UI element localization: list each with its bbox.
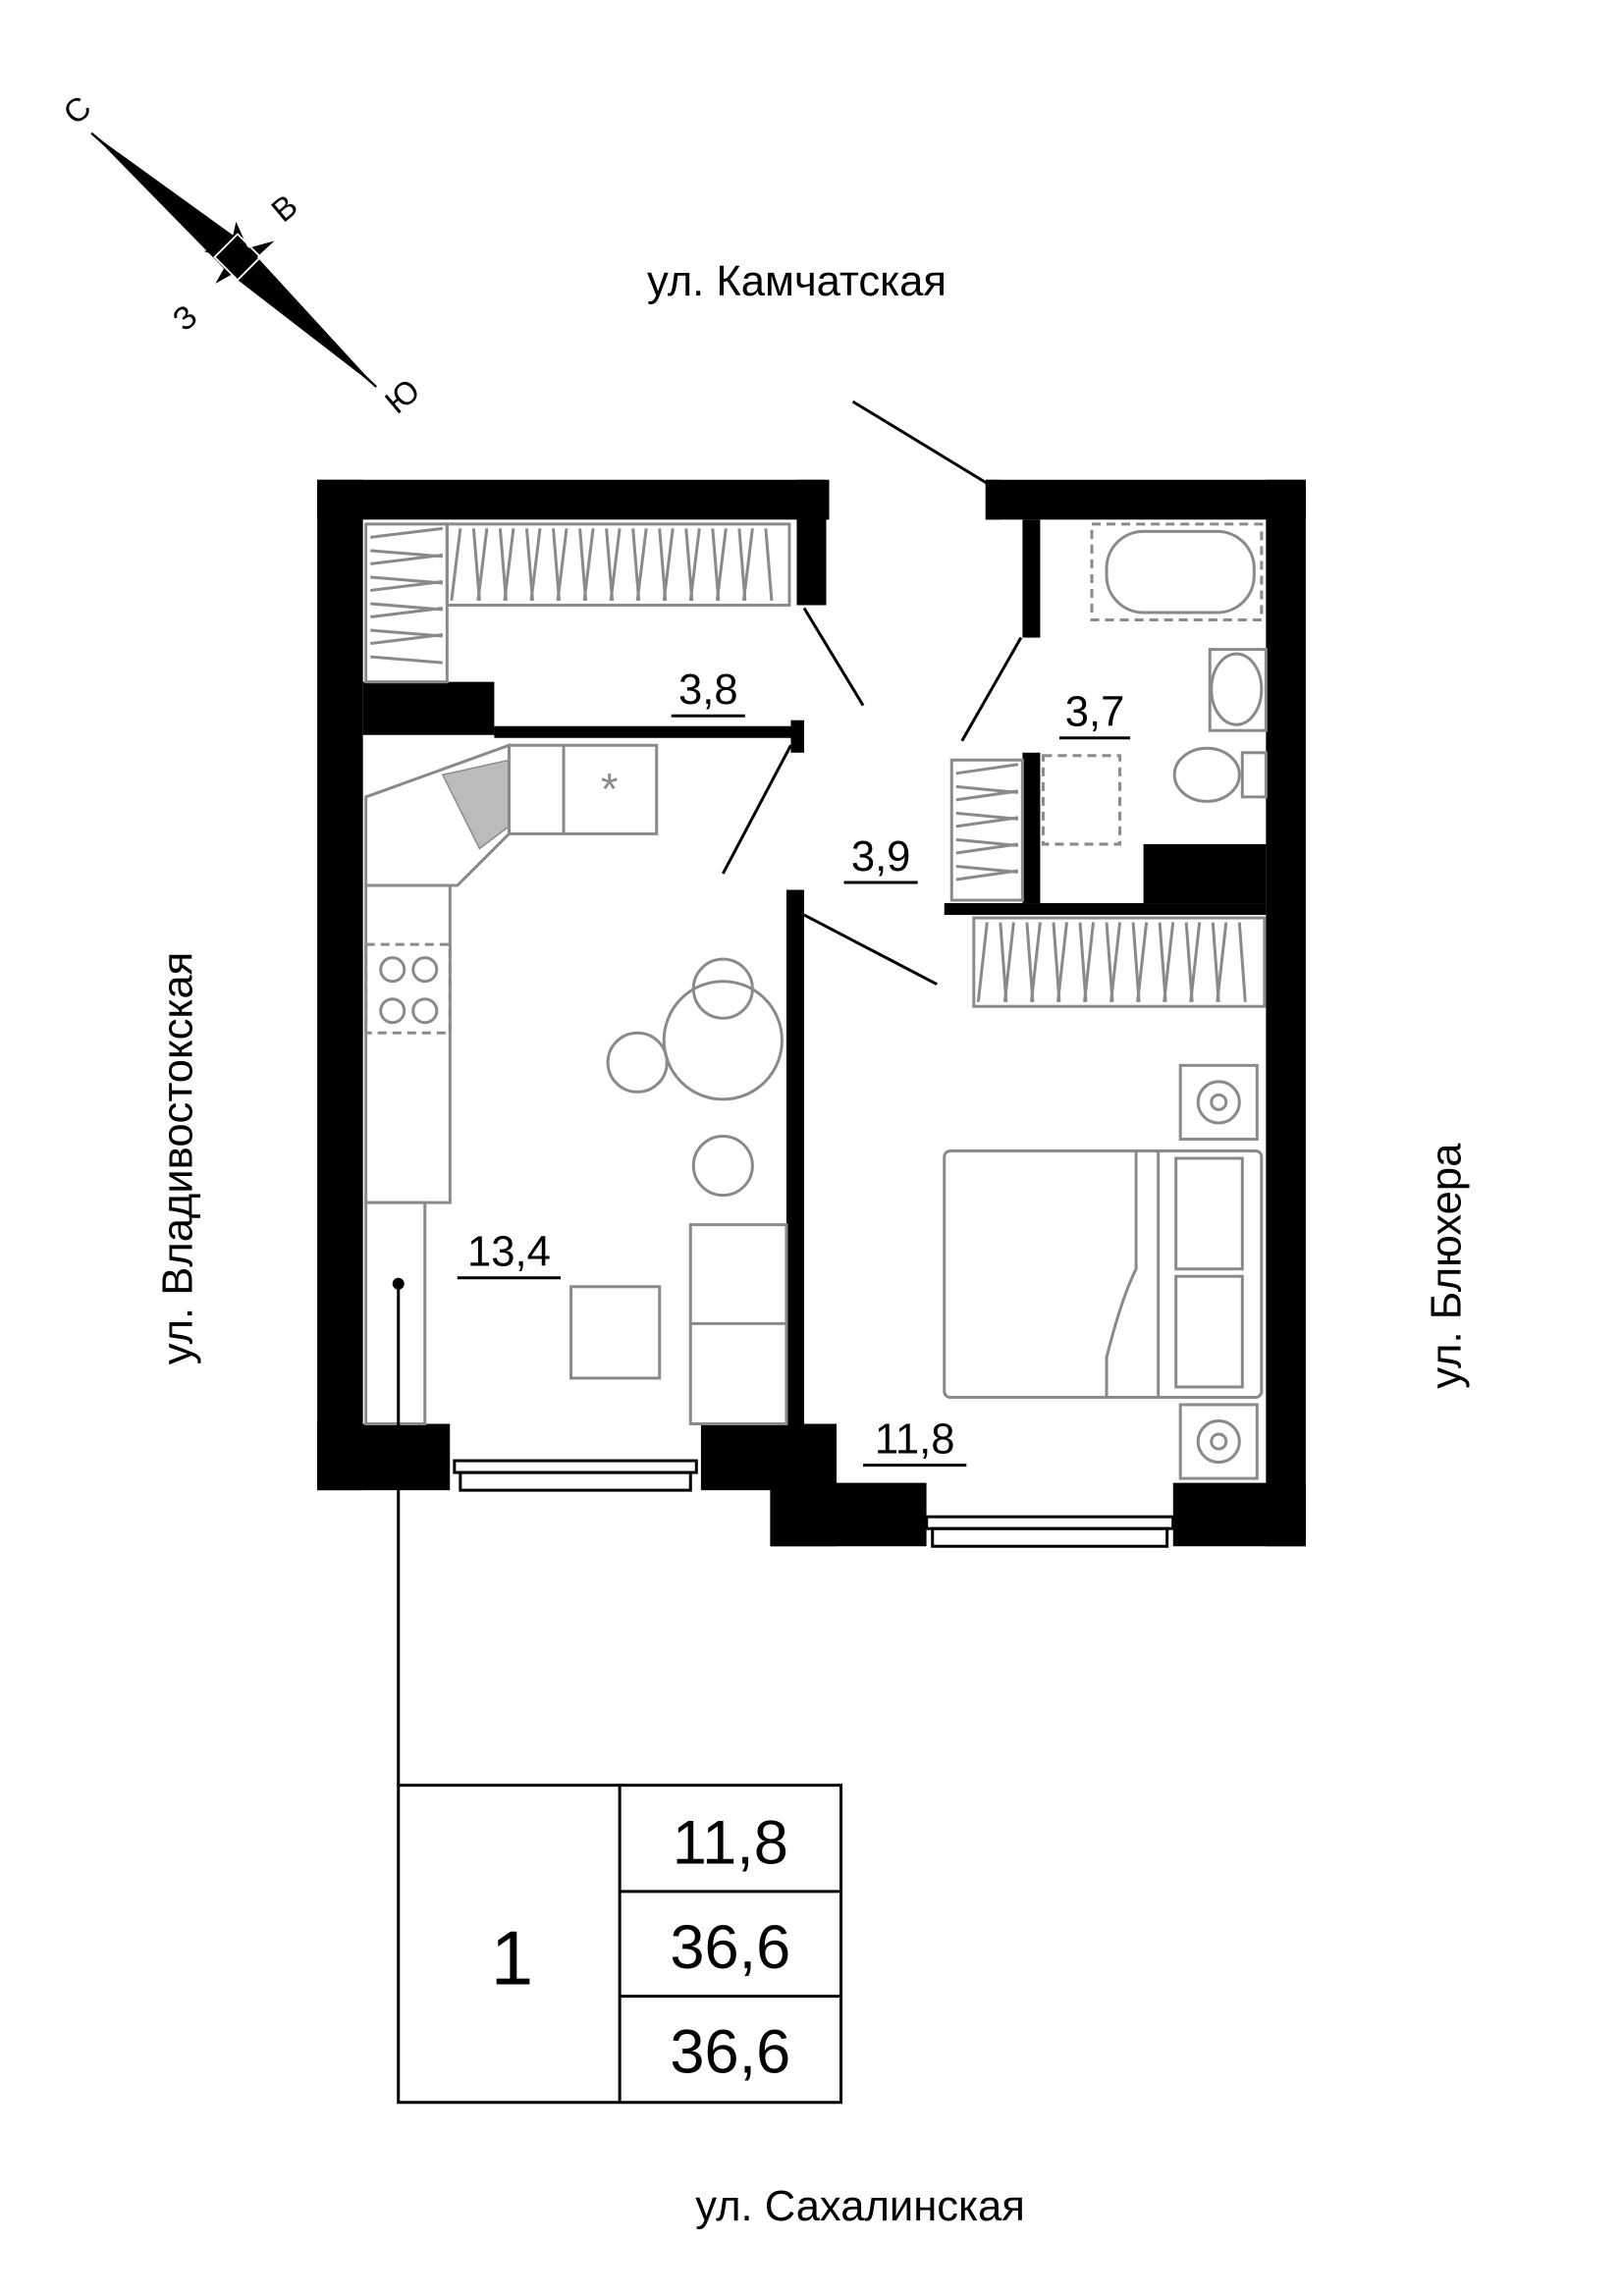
kitchen-furniture: * <box>364 743 788 1786</box>
summary-table: 1 11,8 36,6 36,6 <box>397 1784 843 2105</box>
total-area: 36,6 <box>670 1913 790 1982</box>
window-kitchen <box>450 1423 701 1492</box>
hanger-line <box>370 607 444 619</box>
hanger-line <box>582 528 595 602</box>
fridge-icon: * <box>601 764 619 814</box>
room-labels: 3,8 3,7 3,9 13,4 11,8 <box>457 667 1131 1468</box>
hanger-line <box>370 655 443 665</box>
compass-rose-icon: С В З Ю <box>57 89 427 421</box>
hanger-line <box>955 763 1019 775</box>
hanger-line <box>450 528 462 602</box>
area-bedroom: 11,8 <box>875 1416 955 1464</box>
street-east: ул. Блюхера <box>1424 1143 1471 1389</box>
compass-south: Ю <box>379 372 427 421</box>
wardrobes <box>364 522 1267 1008</box>
street-south: ул. Сахалинская <box>695 2183 1025 2230</box>
hanger-line <box>1136 922 1149 1002</box>
hanger-line <box>1002 922 1015 1002</box>
hanger-line <box>370 579 444 592</box>
hanger-line <box>1055 922 1068 1002</box>
hanger-line <box>1163 922 1175 1002</box>
window-bedroom <box>925 1482 1175 1548</box>
walls <box>317 479 1306 1547</box>
hanger-line <box>1029 922 1042 1002</box>
hanger-line <box>976 922 989 1002</box>
compass-north: С <box>57 89 98 133</box>
hanger-line <box>609 528 622 602</box>
street-north: ул. Камчатская <box>647 258 947 305</box>
hanger-line <box>1189 922 1202 1002</box>
hanger-line <box>370 526 444 539</box>
hanger-line <box>955 869 1019 881</box>
area-bathroom: 3,7 <box>1065 689 1125 736</box>
hanger-line <box>370 633 444 646</box>
hanger-line <box>688 528 701 602</box>
bathroom-fixtures <box>1041 522 1268 846</box>
hanger-line <box>556 528 568 602</box>
hanger-line <box>955 816 1019 828</box>
rooms-count: 1 <box>491 1915 533 2002</box>
hanger-line <box>503 528 515 602</box>
hanger-line <box>1109 922 1122 1002</box>
area-hallway: 3,9 <box>851 833 911 881</box>
area-kitchen-living: 13,4 <box>467 1229 551 1276</box>
doors <box>722 400 1023 987</box>
hanger-line <box>715 528 728 602</box>
street-west: ул. Владивостокская <box>154 952 201 1364</box>
hanger-line <box>1083 922 1096 1002</box>
area-wardrobe-hall: 3,8 <box>678 667 738 714</box>
hanger-line <box>955 789 1019 802</box>
compass-east: В <box>265 187 305 230</box>
hanger-line <box>635 528 648 602</box>
bedroom-furniture <box>943 1063 1264 1480</box>
hanger-line <box>955 842 1019 855</box>
hanger-line <box>1237 922 1247 1002</box>
hanger-line <box>370 553 444 565</box>
hanger-line <box>662 528 675 602</box>
hanger-line <box>1216 922 1228 1002</box>
hanger-line <box>529 528 542 602</box>
hanger-line <box>764 528 774 602</box>
living-area: 11,8 <box>673 1808 788 1877</box>
hanger-line <box>741 528 754 602</box>
compass-west: З <box>166 298 204 339</box>
hanger-line <box>476 528 489 602</box>
total-area-with-balcony: 36,6 <box>670 2018 790 2087</box>
